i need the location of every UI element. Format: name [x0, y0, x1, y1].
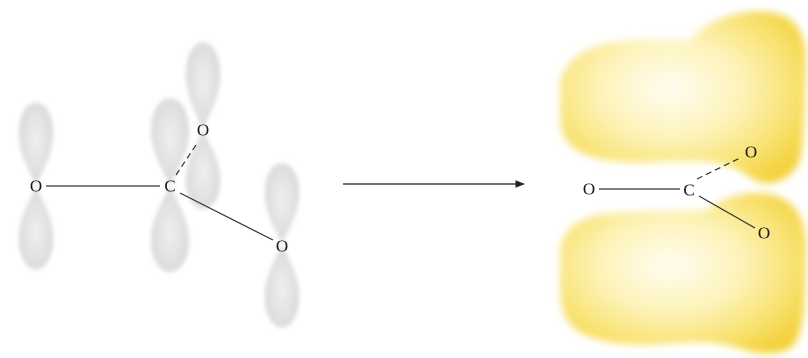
atom-label-c: C — [164, 177, 175, 196]
atom-label-r-c: C — [683, 181, 694, 200]
bond-r-c-o-bottom — [698, 195, 756, 229]
left-atom-labels: O C O O — [30, 121, 288, 256]
bond-r-c-o-top — [696, 156, 743, 180]
left-bonds — [46, 141, 274, 241]
atom-label-r-o-top: O — [745, 143, 757, 162]
bond-c-o-right — [179, 192, 274, 241]
atom-label-o-top: O — [197, 121, 209, 140]
atom-label-o-right: O — [276, 237, 288, 256]
pi-cloud-upper — [559, 11, 807, 183]
p-orbitals-group — [18, 42, 300, 328]
atom-label-r-o-bottom: O — [758, 224, 770, 243]
right-atom-labels: O C O O — [583, 143, 770, 243]
pi-electron-cloud — [559, 11, 807, 354]
pi-cloud-lower — [559, 192, 807, 354]
bond-c-o-top — [175, 141, 199, 176]
atom-label-o-left: O — [30, 177, 42, 196]
right-bonds — [599, 156, 756, 229]
atom-label-r-o-left: O — [583, 180, 595, 199]
